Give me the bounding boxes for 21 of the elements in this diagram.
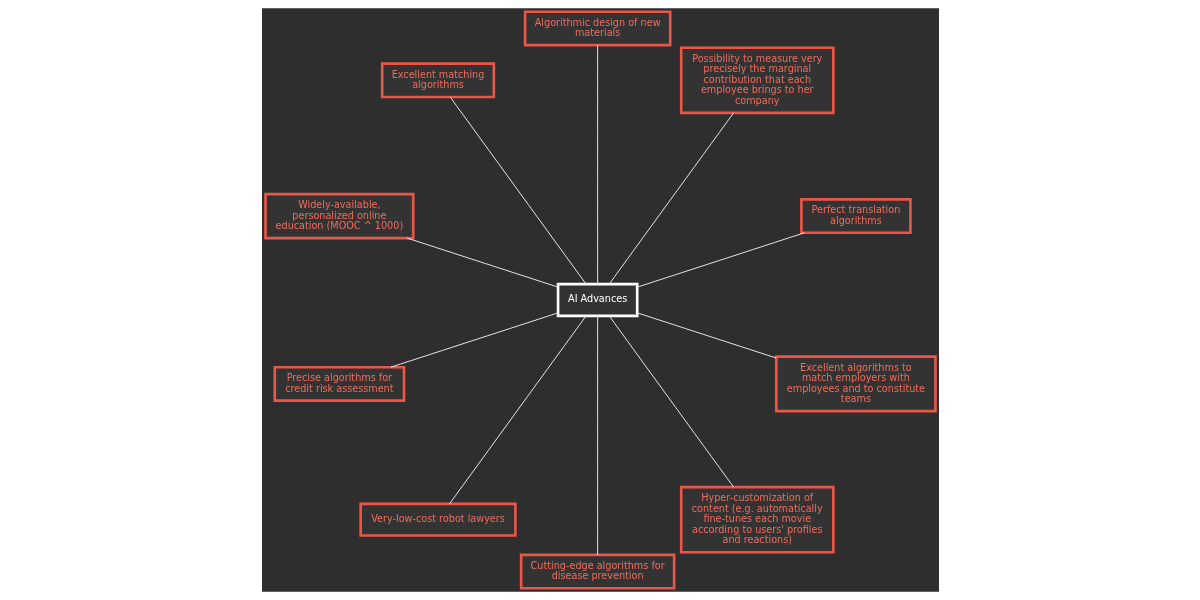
node-box: Algorithmic design of new materials bbox=[523, 10, 671, 47]
connector bbox=[596, 315, 598, 556]
node-box: Hyper-customization of content (e.g. automatically fine-tunes each movie according to users' profiles and reactions) bbox=[679, 485, 835, 554]
node-box: Cutting-edge algorithms for disease prevention bbox=[519, 553, 675, 590]
connector bbox=[390, 312, 558, 368]
connector bbox=[449, 96, 586, 285]
node-box: AI Advances bbox=[556, 282, 639, 318]
connector bbox=[608, 315, 734, 488]
node-box: Possibility to measure very precisely the marginal contribution that each employee brings to her company bbox=[679, 46, 835, 115]
node-box: Widely-available, personalized online education (MOOC ^ 1000) bbox=[263, 192, 415, 240]
connector bbox=[636, 232, 805, 288]
connector bbox=[608, 112, 734, 285]
node-box: Precise algorithms for credit risk assessment bbox=[272, 365, 405, 402]
connector bbox=[636, 312, 777, 359]
node-box: Excellent matching algorithms bbox=[380, 62, 495, 99]
connector bbox=[406, 237, 558, 288]
connector bbox=[448, 315, 586, 505]
node-box: Very-low-cost robot lawyers bbox=[358, 502, 517, 537]
connector bbox=[596, 44, 598, 285]
node-box: Perfect translation algorithms bbox=[799, 198, 912, 235]
node-box: Excellent algorithms to match employers with employees and to constitute teams bbox=[774, 355, 937, 413]
